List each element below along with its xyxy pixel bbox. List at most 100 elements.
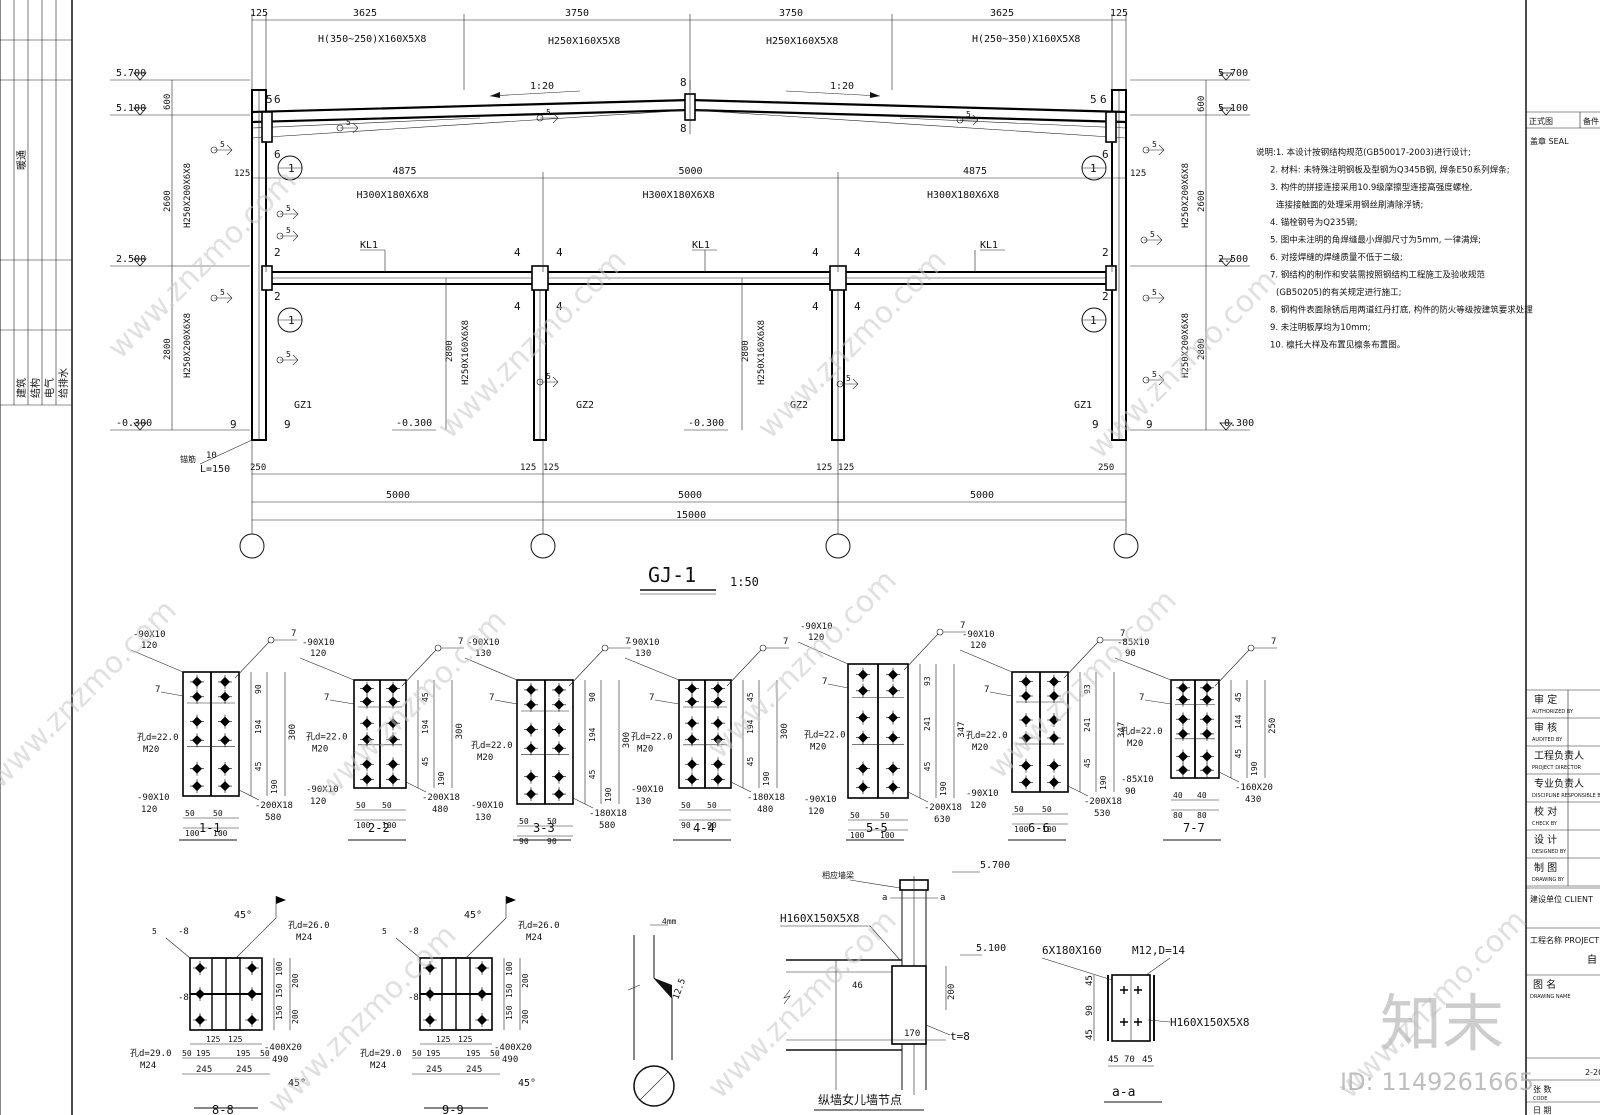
note-line: 3. 构件的拼接连接采用10.9级摩擦型连接高强度螺栓, [1270, 182, 1472, 193]
watermark-logo: 知末 [1380, 987, 1504, 1060]
base-bot-dim: 195 [426, 1049, 441, 1058]
base-bot-dim: 245 [426, 1065, 442, 1075]
base-bot-dim: 195 [236, 1049, 251, 1058]
sidebar-row: 结构 [29, 378, 42, 398]
base-end-width: 490 [272, 1055, 288, 1065]
section-mark: 9 [284, 418, 291, 431]
aa-dim: 70 [1124, 1055, 1135, 1065]
section-bot-dim: 50 [382, 801, 392, 810]
parapet-title: 纵墙女儿墙节点 [818, 1092, 902, 1107]
base-angle: 45° [234, 910, 252, 921]
dim-2600-left: 2600 [163, 190, 173, 212]
base-side-dim: 100 [275, 961, 284, 976]
base-title: 8-8 [212, 1103, 234, 1115]
base-bot-dim: 245 [236, 1065, 252, 1075]
dim-2600-right: 2600 [1197, 190, 1207, 212]
slope-left: 1:20 [530, 81, 554, 92]
section-top-plate: -90X10 [467, 638, 500, 648]
elevation-left: 5.700 [116, 68, 146, 79]
section-bot-dim: 50 [356, 801, 366, 810]
parapet-sec: a [940, 893, 945, 903]
weld-size: 7 [984, 685, 989, 695]
slope-right: 1:20 [830, 81, 854, 92]
section-hole: 孔d=22.0 [1121, 726, 1163, 737]
section-dim: 300 [622, 732, 632, 748]
section-mark: 6 [274, 148, 281, 161]
section-bot-dim: 50 [681, 801, 691, 810]
section-bot-width: 120 [808, 807, 824, 817]
section-dim: 300 [455, 723, 465, 739]
weld-size: 5 [286, 226, 291, 235]
section-mark: 9 [1146, 418, 1153, 431]
section-top-plate: -90X10 [962, 630, 995, 640]
aa-dim: 45 [1085, 975, 1095, 986]
section-bot-dim: 50 [1014, 805, 1024, 814]
section-mark: 6 [1100, 93, 1107, 106]
note-line: 8. 钢构件表面除锈后用两道红丹打底, 构件的防火等级按建筑要求处理 [1270, 305, 1533, 316]
section-title: 5-5 [866, 821, 888, 835]
base-side-dim: 100 [505, 961, 514, 976]
section-bot-dim: 100 [850, 831, 865, 840]
design-notes: 说明:1. 本设计按钢结构规范(GB50017-2003)进行设计;2. 材料:… [1256, 147, 1533, 351]
section-dim: 190 [762, 771, 771, 786]
parapet-m: 46 [852, 981, 863, 991]
weld-size: 5 [220, 288, 225, 297]
span-dim: 5000 [970, 490, 994, 501]
note-line: 说明:1. 本设计按钢结构规范(GB50017-2003)进行设计; [1256, 147, 1471, 158]
weld-size: 5 [546, 372, 551, 381]
section-mark: 4 [854, 246, 861, 259]
beam-dim: 5000 [679, 166, 703, 177]
section-bot-plate: -90X10 [306, 785, 339, 795]
section-dim: 347 [957, 721, 967, 737]
gz-label: GZ2 [790, 400, 808, 411]
section-dim: 190 [604, 787, 613, 802]
weld-size: 5 [1152, 370, 1157, 379]
section-dim: 93 [1083, 684, 1092, 694]
rafter-label-3: H250X160X5X8 [766, 36, 838, 47]
gz-label: GZ1 [1074, 400, 1092, 411]
kl1-label: KL1 [360, 240, 378, 251]
base-bolt: M24 [370, 1061, 386, 1071]
tb-row-label-en: DRAWING BY [1532, 877, 1565, 883]
note-line: (GB50205)的有关规定进行施工; [1276, 287, 1401, 298]
weld-size: 7 [324, 693, 329, 703]
section-bot-dim: 90 [681, 821, 691, 830]
weld-size: 5 [220, 140, 225, 149]
section-dim: 90 [588, 692, 597, 702]
section-hole: 孔d=22.0 [631, 731, 673, 742]
beam-dim: 4875 [963, 166, 987, 177]
parapet-wall: 相应墙梁 [822, 870, 854, 880]
watermark: www.znzmo.com [701, 903, 904, 1106]
base-stiffener: -8 [408, 927, 419, 937]
tb-row-label: 审 定 [1534, 693, 1557, 706]
section-bot-dim: 50 [519, 817, 529, 826]
tb-row-label-en: AUDITED BY [1532, 737, 1563, 743]
parapet-node: 相应墙梁 a a 5.700 H160X150X5X8 5.100 46 200… [780, 860, 1010, 1111]
section-bot-dim: 50 [1042, 805, 1052, 814]
section-title: 7-7 [1183, 821, 1205, 835]
section-bot-dim: 50 [707, 801, 717, 810]
sidebar-row: 建筑 [15, 378, 28, 398]
section-mark: 4 [812, 246, 819, 259]
main-title-scale: 1:50 [730, 575, 759, 589]
section-dim: 93 [923, 676, 932, 686]
weld-size: 5 [382, 927, 387, 936]
section-dim: 45 [923, 761, 932, 771]
base-angle: 45° [288, 1078, 306, 1089]
weld-size: 7 [822, 677, 827, 687]
aa-plate: 6X180X160 [1042, 944, 1102, 957]
section-mark: 2 [1102, 246, 1109, 259]
section-bot-dim: 90 [519, 837, 529, 846]
tb-row-label-en: CHECK BY [1532, 821, 1558, 827]
beam-label: H300X180X6X8 [643, 190, 715, 201]
base-stiffener: -8 [178, 993, 189, 1003]
section-end-plate: -200X18 [1084, 797, 1122, 807]
grid-axes [239, 440, 1139, 559]
tb-row-label: 专业负责人 [1534, 777, 1584, 790]
top-dim: 3625 [990, 8, 1014, 19]
section-title: 4-4 [693, 821, 715, 835]
